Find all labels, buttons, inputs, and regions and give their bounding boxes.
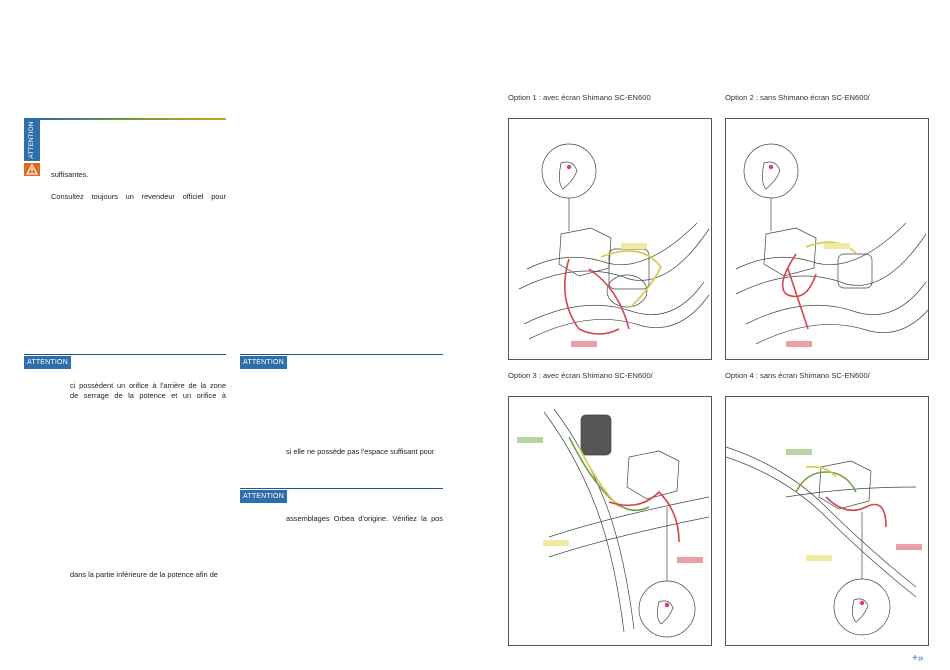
option-1-caption: Option 1 : avec écran Shimano SC-EN600 (508, 93, 651, 102)
note-3-line-1: assemblages Orbea d'origine. Vérifiez la… (286, 514, 443, 523)
option-3-illustration (508, 396, 712, 646)
option-3-green-label (517, 437, 543, 443)
warning-triangle-icon (25, 163, 39, 175)
top-color-rule (24, 118, 226, 120)
option-1-illustration (508, 118, 712, 360)
next-page-icon[interactable]: +» (912, 653, 924, 664)
note-2-attention-badge: ATTENTION (240, 356, 287, 369)
option-3-drawing (517, 408, 710, 638)
option-1-drawing (518, 143, 710, 347)
option-3-caption: Option 3 : avec écran Shimano SC-EN600/ (508, 371, 653, 380)
note-3-attention-badge: ATTENTION (240, 490, 287, 503)
option-3-yellow-label (543, 540, 569, 546)
option-1-yellow-label (621, 243, 647, 249)
left-para-line-2: Consultez toujours un revendeur officiel… (51, 192, 226, 201)
option-2-illustration (725, 118, 929, 360)
note-2-rule (240, 354, 443, 355)
option-2-drawing (735, 143, 928, 347)
option-4-red-label (896, 544, 922, 550)
note-1-attention-badge: ATTENTION (24, 356, 71, 369)
warning-badge (24, 163, 40, 176)
option-4-illustration (725, 396, 929, 646)
option-3-red-label (677, 557, 703, 563)
option-4-drawing (726, 446, 922, 636)
note-1-line-1: ci possèdent un orifice à l'arrière de l… (70, 381, 226, 390)
option-4-caption: Option 4 : sans écran Shimano SC-EN600/ (725, 371, 870, 380)
option-2-red-label (786, 341, 812, 347)
option-1-red-label (571, 341, 597, 347)
option-4-yellow-label (806, 555, 832, 561)
attention-vertical-badge (24, 119, 40, 161)
left-para-line-1: suffisantes. (51, 170, 89, 179)
option-2-caption: Option 2 : sans Shimano écran SC-EN600/ (725, 93, 870, 102)
option-4-green-label (786, 449, 812, 455)
note-1-line-3: dans la partie inférieure de la potence … (70, 570, 218, 579)
note-3-rule (240, 488, 443, 489)
attention-vertical-label: ATTENTION (28, 121, 35, 159)
note-1-line-2: de serrage de la potence et un orifice à (70, 391, 226, 400)
option-2-yellow-label (824, 243, 850, 249)
note-1-rule (24, 354, 226, 355)
note-2-line-1: si elle ne possède pas l'espace suffisan… (286, 447, 435, 456)
